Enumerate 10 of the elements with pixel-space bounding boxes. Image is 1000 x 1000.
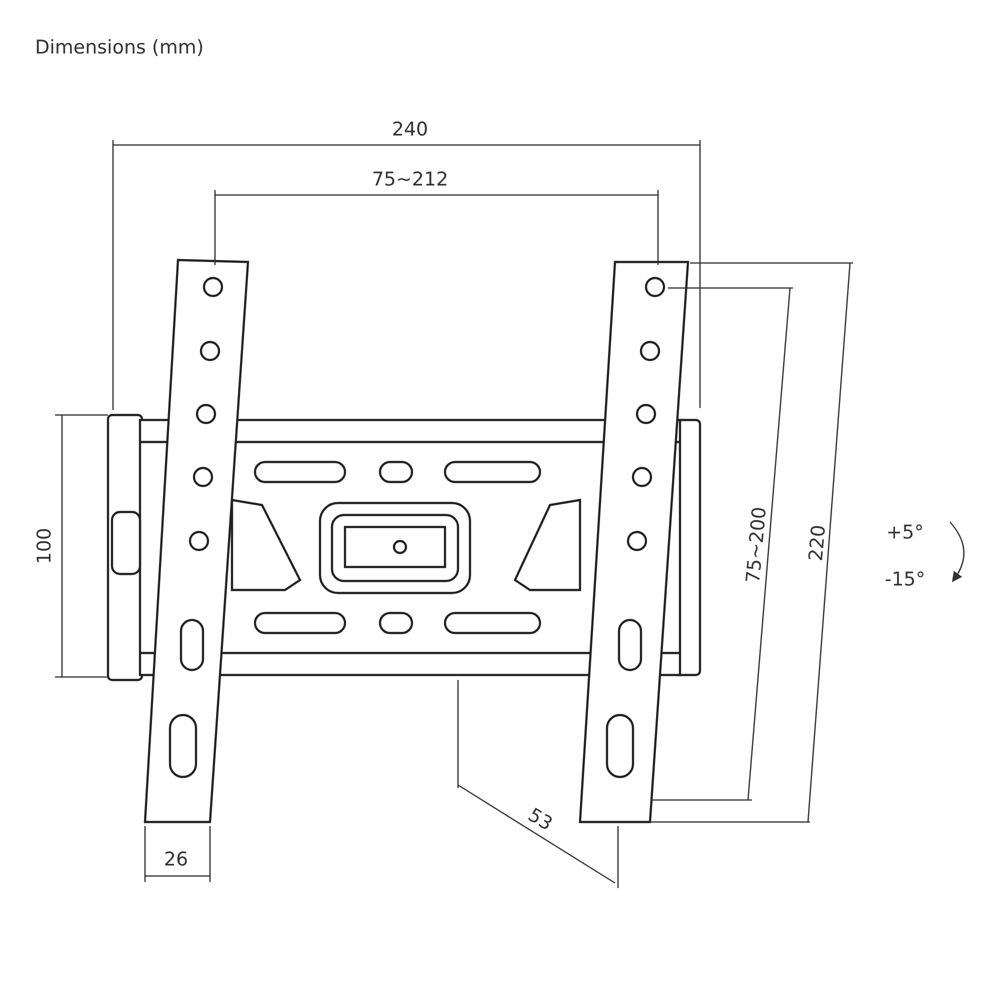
dimension-label: 75~200 — [744, 506, 770, 584]
dimension-label: 240 — [392, 120, 428, 140]
dimension-label: 220 — [806, 524, 830, 562]
dimension-label: 100 — [36, 528, 54, 564]
angle-label: -15° — [884, 570, 926, 590]
dimension-label: 53 — [524, 806, 556, 834]
dimension-label: 26 — [164, 850, 188, 870]
diagram-title: Dimensions (mm) — [35, 38, 204, 58]
angle-label: +5° — [886, 524, 924, 542]
dimension-label: 75~212 — [372, 170, 448, 190]
